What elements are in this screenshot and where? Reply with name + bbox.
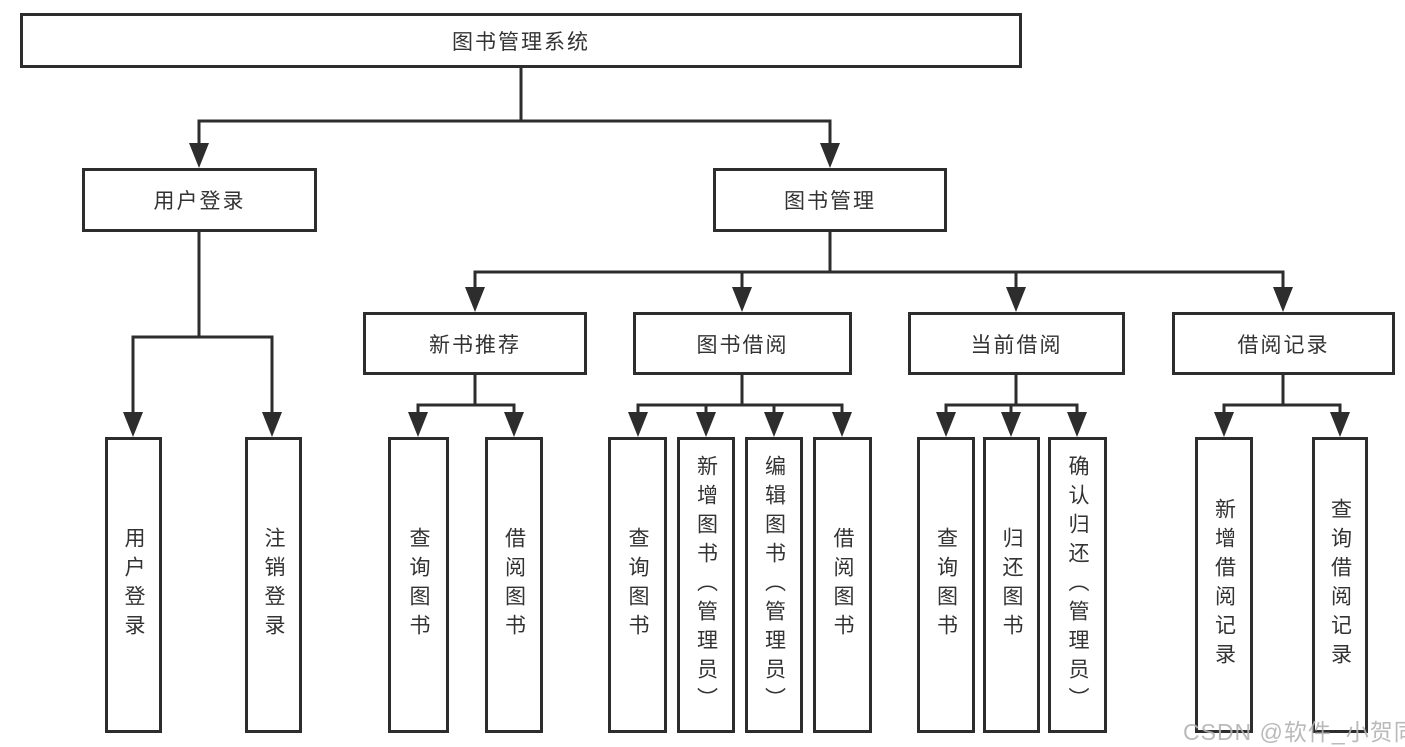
leaf-borrow-add-books-admin: 新增图书（管理员）	[677, 437, 735, 733]
connectors-borrow-records-branch	[1214, 375, 1350, 437]
connectors-user-login-branch	[123, 232, 282, 437]
node-book-management: 图书管理	[713, 168, 947, 232]
node-label: 查询图书	[407, 527, 430, 643]
node-label: 借阅图书	[831, 527, 854, 643]
arrow-down-icon	[732, 287, 752, 312]
node-current-borrow: 当前借阅	[908, 312, 1125, 375]
node-label: 图书管理系统	[452, 30, 590, 54]
leaf-user-login: 用户登录	[105, 437, 162, 733]
node-label: 借阅图书	[502, 527, 526, 643]
connectors-book-management-branch	[465, 232, 1293, 312]
arrow-down-icon	[1214, 412, 1234, 437]
leaf-current-return-books: 归还图书	[983, 437, 1040, 733]
connectors-root-to-level2	[189, 68, 840, 168]
leaf-borrow-borrow-books: 借阅图书	[813, 437, 872, 733]
arrow-down-icon	[832, 412, 852, 437]
arrow-down-icon	[408, 412, 428, 437]
arrow-down-icon	[1006, 287, 1026, 312]
connectors-new-book-branch	[408, 375, 524, 437]
node-label: 查询借阅记录	[1328, 498, 1352, 672]
arrow-down-icon	[820, 143, 840, 168]
arrow-down-icon	[1273, 287, 1293, 312]
arrow-down-icon	[1330, 412, 1350, 437]
node-label: 编辑图书（管理员）	[762, 454, 786, 716]
node-label: 新增图书（管理员）	[694, 454, 718, 716]
arrow-down-icon	[262, 412, 282, 437]
node-label: 当前借阅	[970, 333, 1063, 357]
leaf-records-query-record: 查询借阅记录	[1312, 437, 1368, 733]
node-label: 新增借阅记录	[1212, 498, 1236, 672]
connectors-current-borrow-branch	[936, 375, 1087, 437]
leaf-borrow-query-books: 查询图书	[608, 437, 667, 733]
node-label: 图书借阅	[696, 333, 789, 357]
node-borrow-records: 借阅记录	[1172, 312, 1395, 375]
node-new-book-recommend: 新书推荐	[363, 312, 587, 375]
leaf-logout: 注销登录	[245, 437, 302, 733]
node-label: 查询图书	[934, 527, 958, 643]
arrow-down-icon	[123, 412, 143, 437]
leaf-records-add-record: 新增借阅记录	[1195, 437, 1253, 733]
arrow-down-icon	[465, 287, 485, 312]
node-label: 归还图书	[1000, 527, 1023, 643]
node-label: 注销登录	[262, 527, 285, 643]
arrow-down-icon	[696, 412, 716, 437]
arrow-down-icon	[504, 412, 524, 437]
node-book-borrow: 图书借阅	[633, 312, 852, 375]
node-label: 用户登录	[122, 527, 145, 643]
leaf-newbook-query-books: 查询图书	[388, 437, 449, 733]
node-label: 确认归还（管理员）	[1066, 454, 1089, 716]
node-user-login: 用户登录	[82, 168, 317, 232]
node-label: 图书管理	[784, 190, 876, 213]
arrow-down-icon	[764, 412, 784, 437]
node-label: 新书推荐	[429, 333, 521, 357]
leaf-newbook-borrow-books: 借阅图书	[485, 437, 543, 733]
connectors-book-borrow-branch	[628, 375, 852, 437]
node-label: 查询图书	[626, 527, 649, 643]
leaf-current-confirm-return-admin: 确认归还（管理员）	[1048, 437, 1107, 733]
node-label: 借阅记录	[1237, 333, 1330, 357]
arrow-down-icon	[189, 143, 209, 168]
arrow-down-icon	[1001, 412, 1021, 437]
node-label: 用户登录	[153, 190, 246, 213]
leaf-current-query-books: 查询图书	[917, 437, 975, 733]
arrow-down-icon	[1067, 412, 1087, 437]
arrow-down-icon	[628, 412, 648, 437]
arrow-down-icon	[936, 412, 956, 437]
csdn-watermark: CSDN @软件_小贺同学	[1183, 719, 1405, 745]
node-root: 图书管理系统	[20, 13, 1022, 68]
leaf-borrow-edit-books-admin: 编辑图书（管理员）	[745, 437, 803, 733]
